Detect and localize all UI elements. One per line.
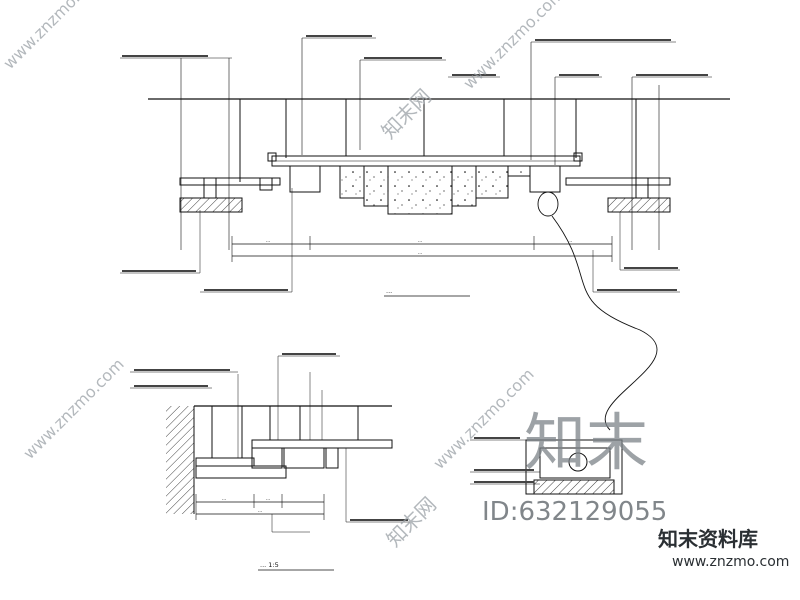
wall-hatched	[166, 406, 194, 514]
enlarged-detail	[470, 439, 623, 495]
annotation-marks	[122, 35, 708, 521]
bottom-dimension-label: ...	[266, 496, 271, 502]
watermark-site-diagonal: www.znzmo.com	[459, 0, 567, 93]
watermark-site-diagonal: www.znzmo.com	[0, 0, 108, 73]
top-dimension-label: ...	[266, 238, 271, 244]
bottom-dimension-label: ...	[258, 508, 263, 514]
top-dimension-label: ...	[418, 238, 423, 244]
watermark-brand-name: 知末资料库	[658, 527, 758, 551]
top-dimension-label: ...	[418, 250, 423, 256]
top-section-caption: ...	[386, 287, 392, 295]
bottom-dimension-label: ...	[222, 496, 227, 502]
top-section-detail	[120, 37, 730, 297]
bottom-section-caption: ... 1:5	[260, 561, 279, 569]
watermark-id: ID:632129055	[482, 497, 667, 527]
watermark-logo-large: 知末	[524, 406, 648, 479]
top-dimension-label: ...	[568, 238, 573, 244]
watermark-brand-url: www.znzmo.com	[672, 554, 789, 570]
watermark-logo-small: 知末网	[377, 84, 436, 143]
bottom-section-detail	[130, 355, 410, 571]
watermark-site-diagonal: www.znzmo.com	[429, 365, 537, 473]
watermark-layer: www.znzmo.com www.znzmo.com www.znzmo.co…	[0, 0, 568, 552]
watermark-brand: 知末 ID:632129055 知末资料库 www.znzmo.com	[482, 406, 789, 570]
detail-callout	[537, 191, 658, 431]
watermark-site-diagonal: www.znzmo.com	[19, 355, 127, 463]
